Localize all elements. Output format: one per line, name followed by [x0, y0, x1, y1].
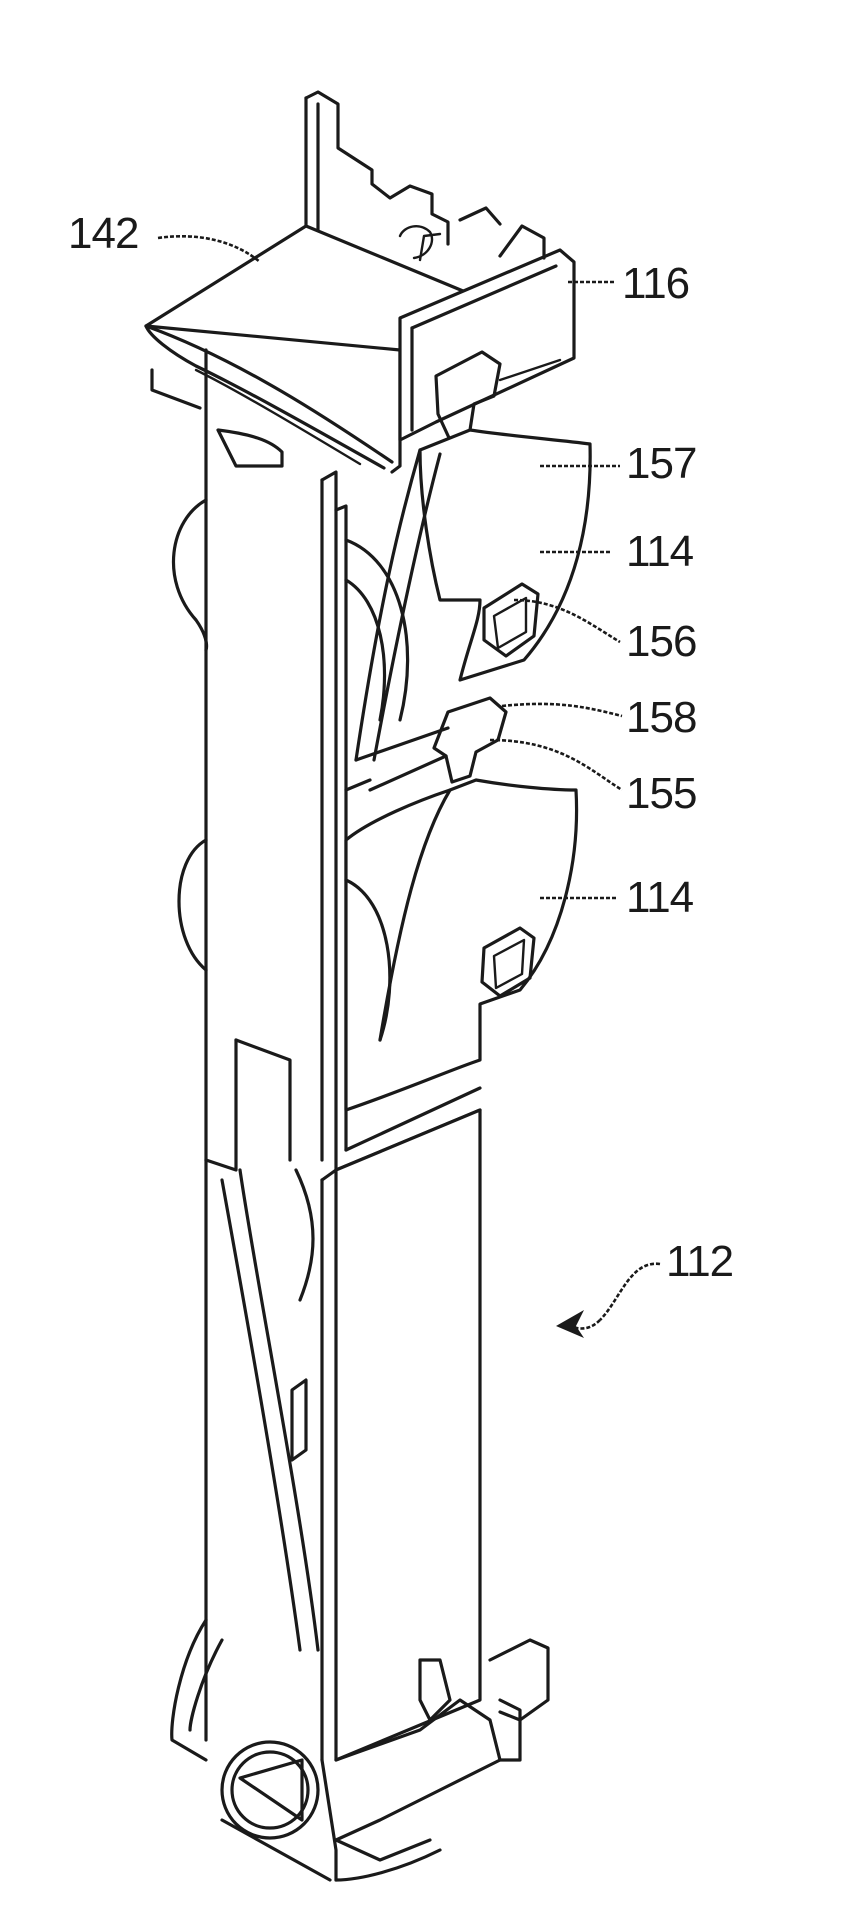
- leader-112: [600, 1264, 660, 1320]
- ref-114-lower: 114: [626, 876, 693, 920]
- left-column: [152, 350, 322, 1160]
- top-housing: [400, 208, 574, 440]
- ref-156: 156: [626, 620, 696, 664]
- lower-spool: [346, 780, 577, 1110]
- ref-155: 155: [626, 772, 696, 816]
- ref-116: 116: [622, 262, 689, 306]
- ref-158: 158: [626, 696, 696, 740]
- ref-142: 142: [68, 212, 138, 256]
- ref-157: 157: [626, 442, 696, 486]
- lower-body: [206, 1040, 480, 1760]
- leader-142: [158, 236, 260, 262]
- ref-114-upper: 114: [626, 530, 693, 574]
- ref-112: 112: [666, 1240, 733, 1284]
- leader-155: [490, 740, 622, 790]
- arrow-112: [556, 1310, 600, 1338]
- leader-158: [502, 704, 622, 716]
